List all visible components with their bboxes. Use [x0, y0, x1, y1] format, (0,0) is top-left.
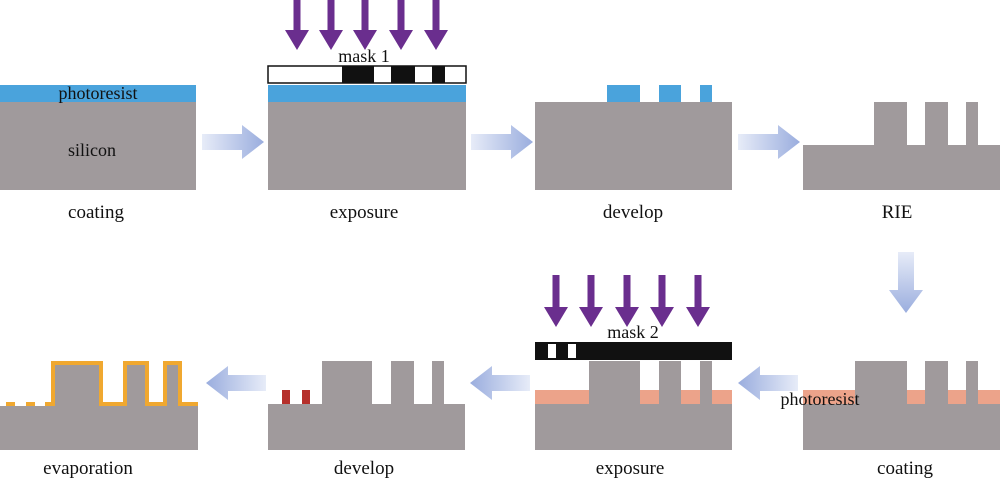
metal-deposit [6, 402, 15, 406]
step-rie [803, 102, 1000, 190]
resist-residue [302, 390, 310, 404]
down-arrow-icon [424, 0, 448, 50]
flow-arrow-down-icon [889, 252, 923, 313]
photoresist-layer [907, 390, 925, 404]
metal-coating [45, 361, 198, 406]
step-label-develop: develop [603, 202, 663, 223]
down-arrow-icon [579, 275, 603, 327]
step-exposure-1: mask 1 [267, 0, 467, 190]
mask-2-label: mask 2 [607, 322, 659, 342]
photoresist-label-2: photoresist [781, 389, 860, 409]
down-arrow-icon [353, 0, 377, 50]
photoresist-layer [0, 85, 196, 102]
mask-1-opaque [391, 66, 415, 83]
photoresist-layer [640, 390, 659, 404]
step-exposure-2: mask 2 [535, 275, 732, 450]
photoresist-layer [712, 390, 732, 404]
mask-2-window [568, 344, 576, 358]
down-arrow-icon [389, 0, 413, 50]
photoresist-layer [803, 390, 855, 404]
exposure-arrows-1 [285, 0, 448, 50]
flow-arrow-right-icon [738, 125, 800, 159]
photoresist-label: photoresist [59, 83, 138, 103]
step-label-coating: coating [68, 202, 124, 223]
down-arrow-icon [615, 275, 639, 327]
step-label-coating-2: coating [877, 458, 933, 479]
silicon-substrate [268, 102, 466, 190]
photoresist-pattern [700, 85, 712, 102]
down-arrow-icon [650, 275, 674, 327]
etched-silicon [803, 361, 1000, 450]
step-develop-1 [535, 85, 732, 190]
mask-2 [535, 342, 732, 360]
photoresist-pattern [659, 85, 681, 102]
down-arrow-icon [544, 275, 568, 327]
mask-1-label: mask 1 [338, 46, 390, 66]
silicon-substrate [535, 102, 732, 190]
down-arrow-icon [319, 0, 343, 50]
flow-arrow-left-icon [738, 366, 798, 400]
silicon-substrate [0, 102, 196, 190]
down-arrow-icon [686, 275, 710, 327]
flow-arrow-right-icon [471, 125, 533, 159]
photoresist-pattern [607, 85, 640, 102]
mask-2-window [548, 344, 556, 358]
step-label-evaporation: evaporation [43, 458, 133, 479]
photoresist-layer [978, 390, 1000, 404]
step-label-exposure-2: exposure [596, 458, 665, 479]
etched-silicon [0, 365, 198, 450]
photoresist-layer [535, 390, 589, 404]
step-label-develop-2: develop [334, 458, 394, 479]
down-arrow-icon [285, 0, 309, 50]
photoresist-layer [948, 390, 966, 404]
etched-silicon [535, 361, 732, 450]
photoresist-layer [681, 390, 700, 404]
resist-residue [282, 390, 290, 404]
step-develop-2 [268, 361, 465, 450]
metal-deposit [26, 402, 35, 406]
silicon-label: silicon [68, 140, 116, 160]
step-evaporation [0, 361, 198, 450]
step-coating-2: photoresist [781, 361, 1000, 450]
photoresist-layer [268, 85, 466, 102]
step-coating-1: photoresist silicon [0, 83, 196, 190]
mask-1-opaque [342, 66, 374, 83]
etched-silicon [803, 102, 1000, 190]
step-label-exposure: exposure [330, 202, 399, 223]
exposure-arrows-2 [544, 275, 710, 327]
mask-1-opaque [432, 66, 445, 83]
flow-arrow-left-icon [206, 366, 266, 400]
flow-arrow-right-icon [202, 125, 264, 159]
step-label-rie: RIE [882, 202, 913, 223]
etched-silicon [268, 361, 465, 450]
flow-arrow-left-icon [470, 366, 530, 400]
